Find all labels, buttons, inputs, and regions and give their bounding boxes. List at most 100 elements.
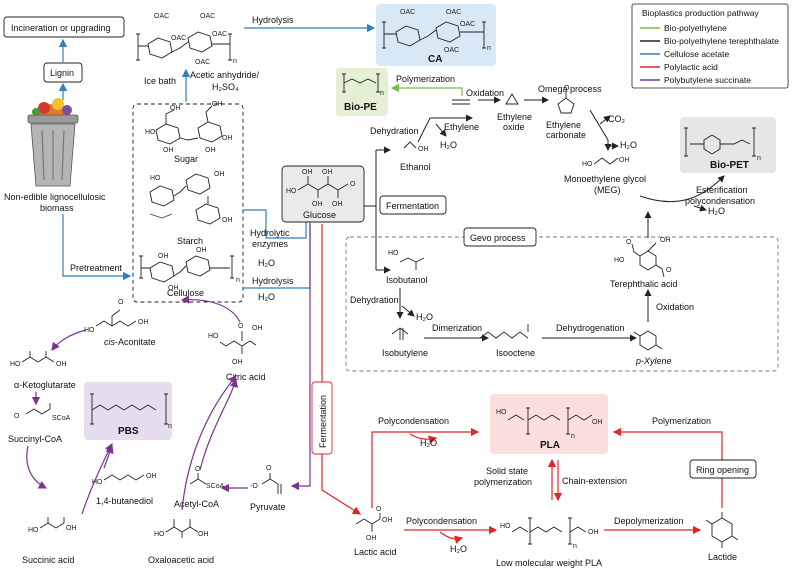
gevo-process-group [345, 236, 779, 372]
svg-text:OH: OH [619, 157, 630, 164]
svg-text:OH: OH [302, 169, 313, 176]
esterification-label: Esterification [696, 185, 748, 195]
svg-text:HO: HO [92, 479, 103, 486]
svg-text:HO: HO [500, 523, 511, 530]
fermentation-box-pla: Fermentation [311, 381, 333, 455]
isobutanol-structure: HO [388, 250, 425, 270]
svg-text:n: n [168, 423, 172, 430]
svg-text:O: O [118, 299, 124, 306]
ethylene-oxide-label-2: oxide [503, 122, 525, 132]
legend-item-pbs: Polybutylene succinate [664, 75, 751, 85]
bio-pe-box: n Bio-PE [336, 68, 388, 116]
svg-text:OH: OH [146, 473, 157, 480]
depolymerization-label: Depolymerization [614, 516, 684, 526]
svg-text:OH: OH [312, 201, 323, 208]
svg-text:O: O [564, 85, 570, 92]
biomass-label: Non-edible lignocellulosic [4, 192, 106, 202]
polycondensation-1-label: Polycondensation [378, 416, 449, 426]
legend-item-pla: Polylactic acid [664, 62, 718, 72]
isobutylene-label: Isobutylene [382, 348, 428, 358]
butanediol-structure: HO OH [92, 473, 157, 486]
ethylene-oxide-label: Ethylene [497, 112, 532, 122]
svg-text:HO: HO [84, 327, 95, 334]
cis-aconitate-label: cis-Aconitate [104, 337, 156, 347]
incineration-box: Incineration or upgrading [3, 16, 125, 38]
bio-pe-label: Bio-PE [344, 102, 377, 113]
svg-text:OH: OH [170, 105, 181, 112]
pbs-label: PBS [118, 426, 139, 437]
svg-text:OH: OH [592, 419, 603, 426]
svg-text:-O: -O [250, 483, 258, 490]
ca-product-label: CA [428, 54, 442, 65]
co2-label: CO₂ [608, 114, 626, 124]
ethylene-oxide-structure [505, 93, 519, 105]
svg-text:OH: OH [138, 319, 149, 326]
low-mw-pla-structure: HO OH n [500, 517, 599, 550]
svg-text:OH: OH [588, 529, 599, 536]
svg-text:OH: OH [66, 525, 77, 532]
svg-text:OAC: OAC [200, 13, 215, 20]
ca-product-box: n OAC OAC OAC OAC CA [376, 4, 496, 66]
svg-text:HO: HO [10, 361, 21, 368]
svg-text:O: O [350, 181, 356, 188]
solid-state-label: Solid state [486, 466, 528, 476]
svg-text:O: O [14, 413, 20, 420]
svg-text:HO: HO [286, 188, 297, 195]
isobutylene-structure [391, 327, 409, 340]
pla-label: PLA [540, 440, 560, 451]
pla-box: HO OH n PLA [490, 394, 608, 454]
isooctene-label: Isooctene [496, 348, 535, 358]
svg-text:OH: OH [163, 147, 174, 154]
bio-pet-label: Bio-PET [710, 160, 749, 171]
svg-text:HO: HO [496, 409, 507, 416]
svg-text:OAC: OAC [195, 59, 210, 66]
svg-text:O: O [376, 506, 382, 513]
pbs-box: n PBS [84, 382, 172, 440]
fermentation-pet-label: Fermentation [386, 201, 439, 211]
svg-text:OAC: OAC [212, 31, 227, 38]
hydrolytic-label: Hydrolytic [250, 228, 290, 238]
oxaloacetic-acid-label: Oxaloacetic acid [148, 555, 214, 565]
gevo-process-box: Gevo process [463, 227, 537, 247]
citric-acid-label: Citric acid [226, 372, 266, 382]
sugar-structure: HO OH OH OH OH OH [145, 101, 233, 154]
svg-text:O: O [666, 267, 672, 274]
succinic-acid-structure: HO OH [28, 517, 77, 534]
hydrolysis-label: Hydrolysis [252, 276, 294, 286]
polymerization-pla-label: Polymerization [652, 416, 711, 426]
meg-label: Monoethylene glycol [564, 174, 646, 184]
svg-text:n: n [487, 45, 491, 52]
svg-text:OH: OH [222, 135, 233, 142]
svg-text:n: n [233, 58, 237, 65]
h2o-pla-2-label: H₂O [450, 544, 467, 554]
svg-text:O: O [195, 466, 201, 473]
cis-aconitate-structure: HO OH O [84, 299, 149, 334]
acetic-anhydride-label: Acetic anhydride/ [190, 70, 260, 80]
butanediol-label: 1,4-butanediol [96, 496, 153, 506]
h2o-hydrolysis-label: H₂O [258, 292, 275, 302]
acetyl-coa-label: Acetyl-CoA [174, 499, 219, 509]
lactic-acid-label: Lactic acid [354, 547, 397, 557]
ring-opening-box: Ring opening [689, 459, 757, 479]
dehydration-label: Dehydration [370, 126, 419, 136]
h2o-enzymes-label: H₂O [258, 258, 275, 268]
sugar-label: Sugar [174, 154, 198, 164]
svg-text:OH: OH [382, 517, 393, 524]
svg-text:OH: OH [168, 285, 179, 292]
pyruvate-structure: -O O [250, 465, 282, 494]
svg-text:HO: HO [28, 527, 39, 534]
polymerization-pe-label: Polymerization [396, 74, 455, 84]
citric-acid-structure: HO O OH OH [208, 323, 263, 366]
polycondensation-2-label: Polycondensation [406, 516, 477, 526]
svg-text:OH: OH [322, 169, 333, 176]
solid-state-label-2: polymerization [474, 477, 532, 487]
svg-text:OH: OH [252, 325, 263, 332]
acetyl-coa-structure: O SCoA [189, 466, 225, 490]
svg-text:HO: HO [388, 250, 399, 257]
lactide-structure [705, 512, 739, 548]
oxaloacetic-acid-structure: HO OH [154, 519, 209, 538]
h2o-ethanol-label: H₂O [440, 140, 457, 150]
legend-item-ca: Cellulose acetate [664, 49, 729, 59]
svg-text:OH: OH [205, 147, 216, 154]
